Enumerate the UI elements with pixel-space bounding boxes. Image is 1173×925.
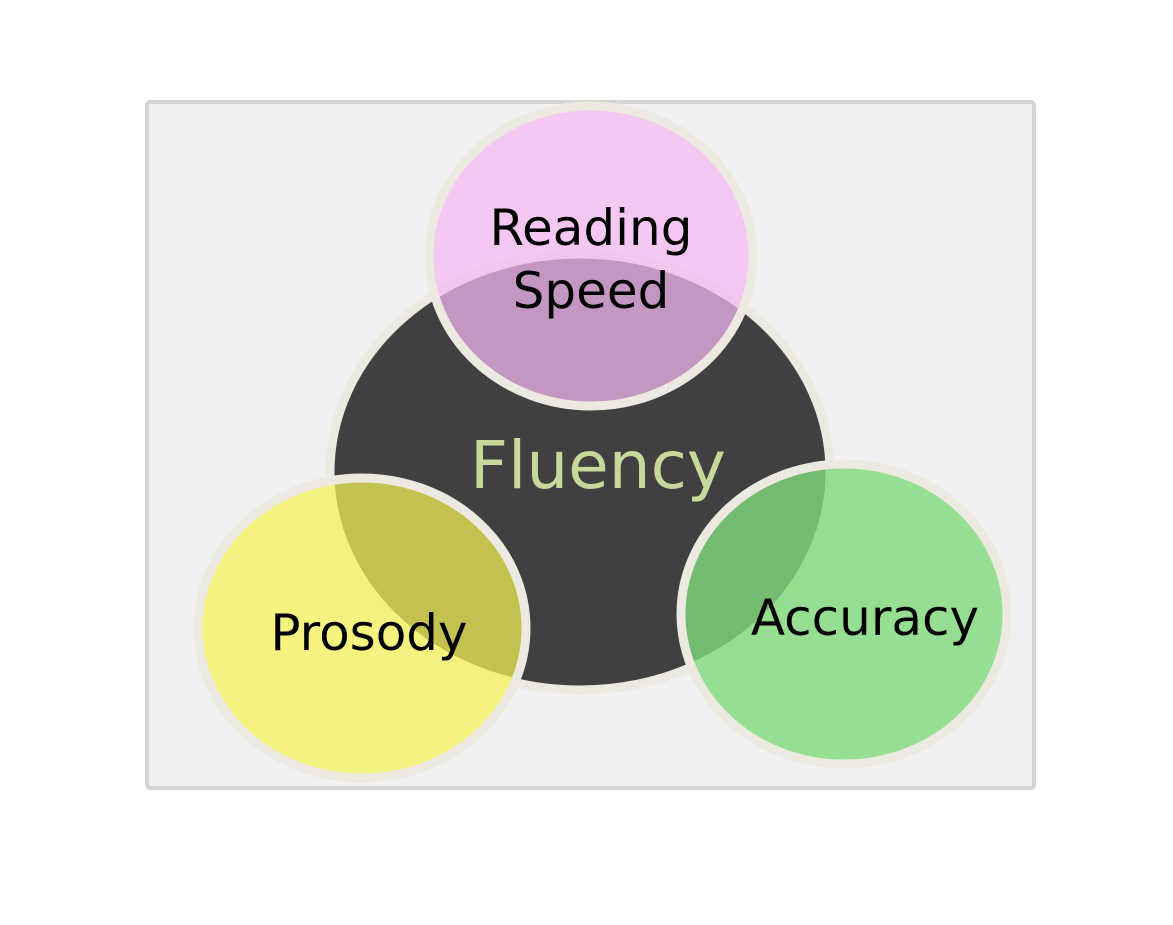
prosody-label: Prosody bbox=[270, 604, 467, 662]
reading-speed-label-line2: Speed bbox=[513, 262, 670, 320]
accuracy-circle bbox=[676, 459, 1012, 769]
prosody-circle bbox=[193, 473, 531, 783]
accuracy-label: Accuracy bbox=[751, 589, 979, 647]
fluency-label: Fluency bbox=[470, 427, 726, 504]
reading-speed-circle bbox=[424, 101, 758, 411]
reading-speed-label-line1: Reading bbox=[490, 199, 693, 257]
